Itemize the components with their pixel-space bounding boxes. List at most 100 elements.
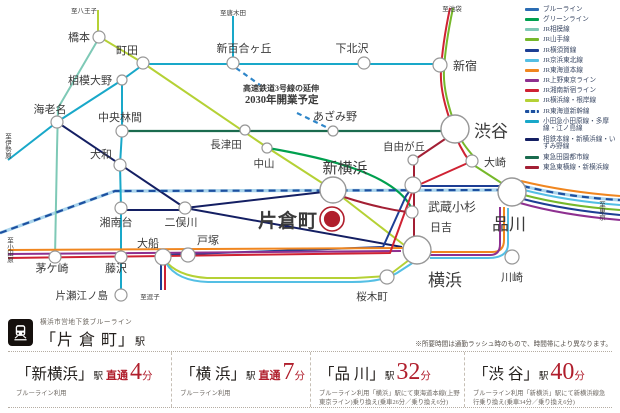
legend-line-swatch [525,89,539,93]
legend-line-swatch [525,79,539,83]
legend-item: ブルーライン [525,6,617,14]
station-marker [379,269,395,285]
route-sub: ブルーライン利用 [16,390,67,397]
legend-label: ブルーライン [543,6,583,13]
legend-item: JR相模線 [525,26,617,34]
route-time: 7 [282,359,295,385]
station-marker [319,176,347,204]
legend-label: 相鉄本線・新横浜線・いずみ野線 [543,135,616,151]
legend-label: JR山手線 [543,36,570,44]
station-marker [114,288,128,302]
main-station-name: 「片 倉 町」 [40,331,136,349]
direction-label: 至伊勢原 [4,133,12,160]
station-marker [180,247,196,263]
station-label: 湘南台 [100,215,133,229]
station-marker [504,249,520,265]
legend-line-swatch [525,18,539,22]
line-jr-sagami [54,37,100,258]
station-label: 町田 [116,45,138,57]
legend-item: JR京浜東北線 [525,57,617,65]
travel-time-note: ※所要時間は通勤ラッシュ時のもので、時間帯により異なります。 [415,341,612,348]
station-label: 二俣川 [165,215,198,229]
legend-item: 東急東横線・新横浜線 [525,164,617,172]
line-jr-yamanote [442,7,620,211]
legend-line-swatch [525,58,539,62]
station-marker [114,250,128,264]
route-sub: ブルーライン利用「横浜」駅にて東海道本線(上野東京ライン)乗り換え(乗車26分／… [318,390,460,407]
highlight-station-marker [322,209,342,229]
extension-annotation-line2: 2030年開業予定 [245,93,319,106]
station-marker [226,56,240,70]
station-marker [50,115,64,129]
route-station: 「新横浜」 [16,366,94,383]
extension-annotation-line1: 高速鉄道3号線の延伸 [243,83,319,93]
legend-label: グリーンライン [543,16,589,24]
legend-item: 相鉄本線・新横浜線・いずみ野線 [525,136,617,152]
direction-label: 至八王子 [71,7,98,15]
route-direct-label: 直通 [106,370,129,382]
line-jr-tokaido [7,180,620,253]
route-time-unit: 分 [294,371,305,382]
route-time: 32 [396,359,421,385]
legend-label: JR京浜東北線 [543,56,583,64]
route-time: 40 [550,359,575,385]
legend-item: JR上野東京ライン [525,77,617,85]
station-marker [497,177,527,207]
legend-label: JR相模線 [543,26,570,34]
station-label: あざみ野 [313,109,357,123]
line-jr-negishi [163,258,410,279]
station-label: 川崎 [501,270,523,284]
route-time-unit: 分 [574,371,585,382]
station-label: 片倉町 [258,209,318,232]
line-fan-yokosuka [522,198,620,216]
station-markers [48,30,527,302]
legend-item: JR横須賀線 [525,47,617,55]
station-label: 新横浜 [322,160,367,177]
legend-label: JR東海道本線 [543,66,583,74]
train-icon [8,319,33,346]
station-marker [404,176,422,194]
station-label: 新百合ヶ丘 [217,41,272,55]
station-marker [48,250,62,264]
route-direct-label: 直通 [258,370,281,382]
legend-line-swatch [525,165,539,169]
legend-line-swatch [525,137,539,141]
legend-item: JR東海道本線 [525,67,617,75]
legend-label: JR上野東京ライン [543,77,597,85]
direction-label: 至唐木田 [220,8,246,17]
line-keihin-north [430,189,620,259]
line-metro-extension-planned [235,67,329,129]
station-marker [114,201,128,215]
route-card-shibuya: 「渋 谷」駅40分 ブルーライン利用「新横浜」駅にて新横浜線急行乗り換え(乗車3… [464,352,612,407]
route-columns: 「新横浜」駅直通4分 ブルーライン利用 「横 浜」駅直通7分 ブルーライン利用 … [8,351,612,408]
legend-label: JR横浜線・根岸線 [543,97,597,105]
access-header: 横浜市営地下鉄ブルーライン 「片 倉 町」駅 ※所要時間は通勤ラッシュ時のもので… [8,314,612,351]
station-label: 品川 [492,215,526,234]
legend-item: JR東海道新幹線 [525,108,617,116]
station-label: 横浜 [428,271,462,290]
route-station: 「渋 谷」 [473,366,539,383]
station-label: 下北沢 [336,41,369,55]
station-marker [116,74,128,86]
main-station-title: 「片 倉 町」駅 [40,326,146,350]
route-time-unit: 分 [420,371,431,382]
subway-line-name: 横浜市営地下鉄ブルーライン [40,318,133,326]
station-label: 藤沢 [105,261,127,275]
direction-label: 至東京 [598,201,606,222]
legend-line-swatch [525,8,539,11]
station-label: 桜木町 [356,290,388,303]
station-marker [357,56,371,70]
station-label: 日吉 [430,221,452,234]
route-sub: ブルーライン利用 [180,390,231,397]
line-jr-ueno-tokyo [7,202,620,256]
direction-label: 至池袋 [442,4,462,13]
route-time: 4 [130,359,143,385]
line-green-line [267,146,412,208]
legend-line-swatch [525,155,539,159]
station-marker [136,56,150,70]
station-labels: 橋本町田新百合ヶ丘下北沢新宿相模大野海老名中央林間大和長津田中山あざみ野新横浜自… [4,4,606,303]
route-station-suffix: 駅 [384,372,395,382]
station-marker [92,30,106,44]
station-marker [465,154,479,168]
